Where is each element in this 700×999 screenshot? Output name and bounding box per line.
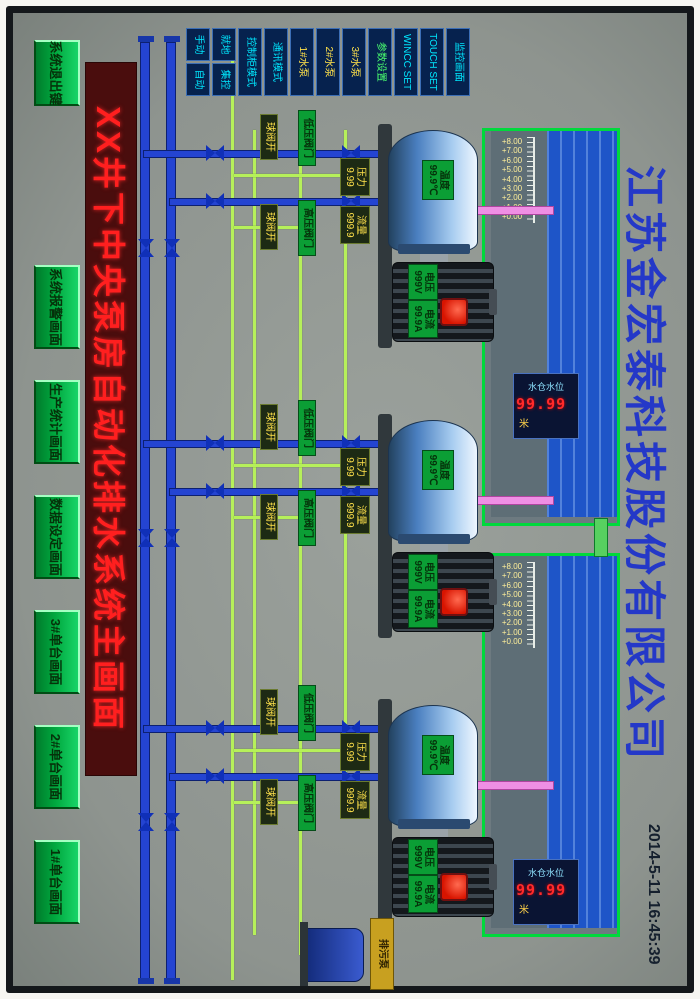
ball-valve-status: 球阀开 [260,779,278,825]
pipe-end-cap [138,978,154,984]
aux-pump-label: 排污泵 [370,918,394,990]
ball-valve-status: 球阀开 [260,114,278,160]
tank-b-level-readout: 水仓水位 99.99 米 [513,859,579,925]
sump-tank-b: +8.00 +7.00 +6.00 +5.00 +4.00 +3.00 +2.0… [482,553,620,937]
sump-tank-a: +8.00 +7.00 +6.00 +5.00 +4.00 +3.00 +2.0… [482,128,620,526]
company-name: 江苏金宏泰科技股份有限公司 [620,165,666,764]
scale-label: +2.00 [501,193,523,202]
scale-label: +5.00 [501,590,523,599]
level-value: 99.99 [516,881,567,899]
level-ruler [533,562,535,648]
tank-a-level-readout: 水仓水位 99.99 米 [513,373,579,439]
nav-button-exit[interactable]: 系统退出键 [34,40,80,106]
riser-valve[interactable] [206,435,224,451]
nav-button-pump2-view[interactable]: 2#单台画面 [34,725,80,809]
pump-flange [398,534,470,544]
level-label: 水仓水位 [527,868,564,878]
level-ruler-ticks [527,562,533,648]
page-title: XX井下中央泵房自动化排水系统主画面 [90,105,127,733]
aux-pump[interactable] [304,928,364,982]
pump-stop-button[interactable] [440,298,468,326]
mode-button-pump2[interactable]: 2#水泵 [316,28,340,96]
hp-valve-label[interactable]: 高压阀门 [298,200,316,256]
nav-button-alarm[interactable]: 系统报警画面 [34,265,80,349]
level-label: 水仓水位 [527,382,564,392]
main-title-bar: XX井下中央泵房自动化排水系统主画面 [85,62,137,776]
mode-button-wincc-set[interactable]: WINCC SET [394,28,418,96]
mode-button-auto[interactable]: 自动 [186,63,210,96]
mode-button-monitor[interactable]: 监控画面 [446,28,470,96]
mode-button-comm[interactable]: 通讯模式 [264,28,288,96]
scale-label: +7.00 [501,571,523,580]
lp-valve-label[interactable]: 低压阀门 [298,110,316,166]
riser-valve[interactable] [206,720,224,736]
mode-button-central[interactable]: 集控 [212,63,236,96]
mode-button-pump3[interactable]: 3#水泵 [342,28,366,96]
nav-button-pump3-view[interactable]: 3#单台画面 [34,610,80,694]
tank-connector-pipe [594,518,608,557]
mode-button-touch-set[interactable]: TOUCH SET [420,28,444,96]
riser-valve[interactable] [206,483,224,499]
level-unit: 米 [519,419,529,430]
mode-button-local[interactable]: 就地 [212,28,236,61]
ball-valve-status: 球阀开 [260,404,278,450]
riser-valve[interactable] [206,145,224,161]
ball-valve-status: 球阀开 [260,689,278,735]
nav-button-pump1-view[interactable]: 1#单台画面 [34,840,80,924]
nav-button-data-set[interactable]: 数据设定画面 [34,495,80,579]
pump-stop-button[interactable] [440,873,468,901]
level-unit: 米 [519,905,529,916]
hp-valve-label[interactable]: 高压阀门 [298,490,316,546]
lp-valve-label[interactable]: 低压阀门 [298,685,316,741]
datetime: 2014-5-11 16:45:39 [645,824,662,965]
scale-label: +0.00 [501,637,523,646]
ball-valve-status: 球阀开 [260,204,278,250]
scale-label: +2.00 [501,618,523,627]
aux-pump-base [300,922,308,986]
pump-flange [398,244,470,254]
pump-flange [398,819,470,829]
mode-panel: 监控画面 TOUCH SET WINCC SET 参数设置 3#水泵 2#水泵 … [182,28,470,98]
mode-button-pump1[interactable]: 1#水泵 [290,28,314,96]
scale-label: +7.00 [501,146,523,155]
mode-button-manual[interactable]: 手动 [186,28,210,61]
mode-button-param-set[interactable]: 参数设置 [368,28,392,96]
level-value: 99.99 [516,395,567,413]
mode-button-cabinet[interactable]: 控制柜模式 [238,28,262,96]
pump-stop-button[interactable] [440,588,468,616]
tank-a-water [547,131,617,517]
ball-valve-status: 球阀开 [260,494,278,540]
lp-valve-label[interactable]: 低压阀门 [298,400,316,456]
pipe-end-cap [164,36,180,42]
riser-valve[interactable] [206,768,224,784]
pipe-end-cap [164,978,180,984]
nav-button-statistics[interactable]: 生产统计画面 [34,380,80,464]
riser-valve[interactable] [206,193,224,209]
pipe-end-cap [138,36,154,42]
scale-label: +5.00 [501,165,523,174]
hp-valve-label[interactable]: 高压阀门 [298,775,316,831]
